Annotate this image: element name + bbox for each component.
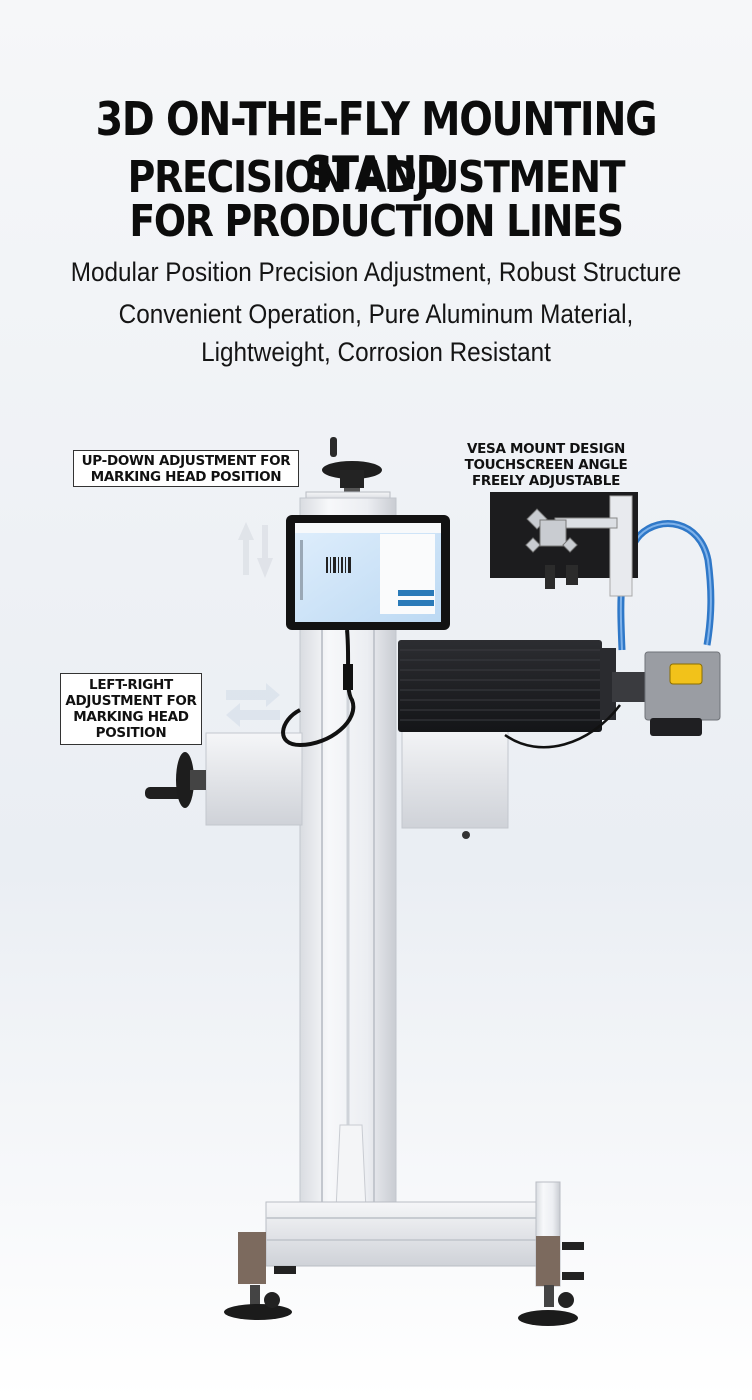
headline-line-1: 3D ON-THE-FLY MOUNTING STAND <box>95 92 658 200</box>
top-crank-handle <box>322 437 382 498</box>
callout-line: FREELY ADJUSTABLE <box>471 473 621 489</box>
vesa-mount-inset <box>490 492 638 597</box>
touchscreen-display <box>286 515 450 630</box>
subtitle-line-2: Convenient Operation, Pure Aluminum Mate… <box>118 299 634 329</box>
updown-adjustment-callout: UP-DOWN ADJUSTMENT FOR MARKING HEAD POSI… <box>73 450 299 487</box>
headline-line-3: FOR PRODUCTION LINES <box>129 196 624 247</box>
callout-line: LEFT-RIGHT <box>89 677 173 693</box>
left-right-slider-block <box>205 732 303 826</box>
subtitle-line-1: Modular Position Precision Adjustment, R… <box>70 257 682 287</box>
leftright-adjustment-callout: LEFT-RIGHT ADJUSTMENT FOR MARKING HEAD P… <box>60 673 202 745</box>
laser-marking-head <box>398 640 721 749</box>
up-down-arrows-icon <box>238 522 273 578</box>
callout-line: VESA MOUNT DESIGN <box>466 441 626 457</box>
base-frame <box>224 1181 584 1326</box>
callout-line: POSITION <box>95 725 167 741</box>
vesa-mount-callout: VESA MOUNT DESIGN TOUCHSCREEN ANGLE FREE… <box>464 437 628 493</box>
callout-line: UP-DOWN ADJUSTMENT FOR <box>81 452 291 469</box>
left-handwheel <box>145 752 206 808</box>
callout-line: MARKING HEAD POSITION <box>90 468 282 485</box>
subtitle-line-3: Lightweight, Corrosion Resistant <box>201 337 551 367</box>
left-right-arrows-icon <box>226 683 280 727</box>
callout-line: TOUCHSCREEN ANGLE <box>464 457 628 473</box>
callout-line: ADJUSTMENT FOR <box>65 693 197 709</box>
callout-line: MARKING HEAD <box>73 709 189 725</box>
headline-line-2: PRECISION ADJUSTMENT <box>127 152 626 203</box>
